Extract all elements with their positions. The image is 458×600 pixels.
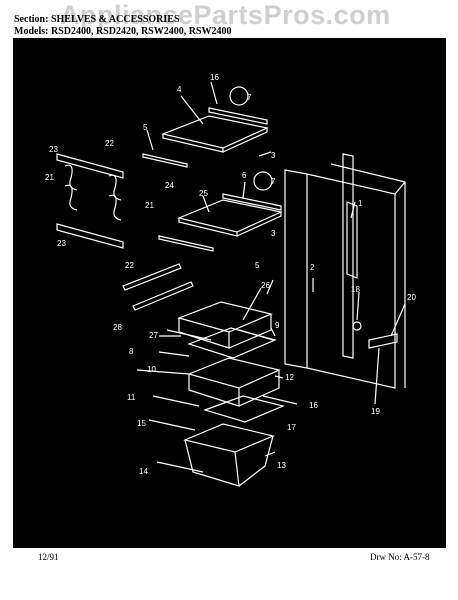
callout-21: 21 — [45, 173, 54, 182]
callout-22b: 22 — [125, 261, 134, 270]
callout-1: 1 — [358, 199, 363, 208]
callout-22: 22 — [105, 139, 114, 148]
models-line: Models: RSD2400, RSD2420, RSW2400, RSW24… — [14, 26, 232, 37]
callout-28: 28 — [113, 323, 122, 332]
callout-2: 2 — [310, 263, 315, 272]
callout-16: 16 — [309, 401, 318, 410]
callout-18: 18 — [351, 285, 360, 294]
callout-20: 20 — [407, 293, 416, 302]
callout-3: 3 — [271, 151, 276, 160]
watermark: AppliancePartsPros.com — [60, 0, 391, 30]
callout-7b: 7 — [271, 177, 276, 186]
callout-8: 8 — [129, 347, 134, 356]
callout-27: 27 — [149, 331, 158, 340]
callout-10: 10 — [147, 365, 156, 374]
section-title: Section: SHELVES & ACCESSORIES — [14, 14, 180, 25]
callout-23b: 23 — [57, 239, 66, 248]
callout-14: 14 — [139, 467, 148, 476]
callout-7: 7 — [247, 93, 252, 102]
callout-9: 9 — [275, 321, 280, 330]
callout-5b: 5 — [255, 261, 260, 270]
callout-3b: 3 — [271, 229, 276, 238]
callout-13: 13 — [277, 461, 286, 470]
callout-23: 23 — [49, 145, 58, 154]
date-label: 12/91 — [38, 552, 59, 562]
callout-19: 19 — [371, 407, 380, 416]
callout-6b: 6 — [242, 171, 247, 180]
diagram-frame — [13, 38, 446, 548]
callout-17: 17 — [287, 423, 296, 432]
refrigerator-shelves-exploded-diagram: 16 4 7 5 22 23 3 21 24 6 7 25 21 1 3 23 … — [45, 73, 416, 487]
callout-6: 16 — [210, 73, 219, 82]
callout-25: 25 — [199, 189, 208, 198]
callout-21b: 21 — [145, 201, 154, 210]
callout-26: 26 — [261, 281, 270, 290]
callout-15: 15 — [137, 419, 146, 428]
callout-4: 4 — [177, 85, 182, 94]
callout-5: 5 — [143, 123, 148, 132]
drawing-number: Drw No: A-57-8 — [370, 552, 430, 562]
callout-24: 24 — [165, 181, 174, 190]
callout-11: 11 — [127, 393, 136, 402]
callout-12: 12 — [285, 373, 294, 382]
